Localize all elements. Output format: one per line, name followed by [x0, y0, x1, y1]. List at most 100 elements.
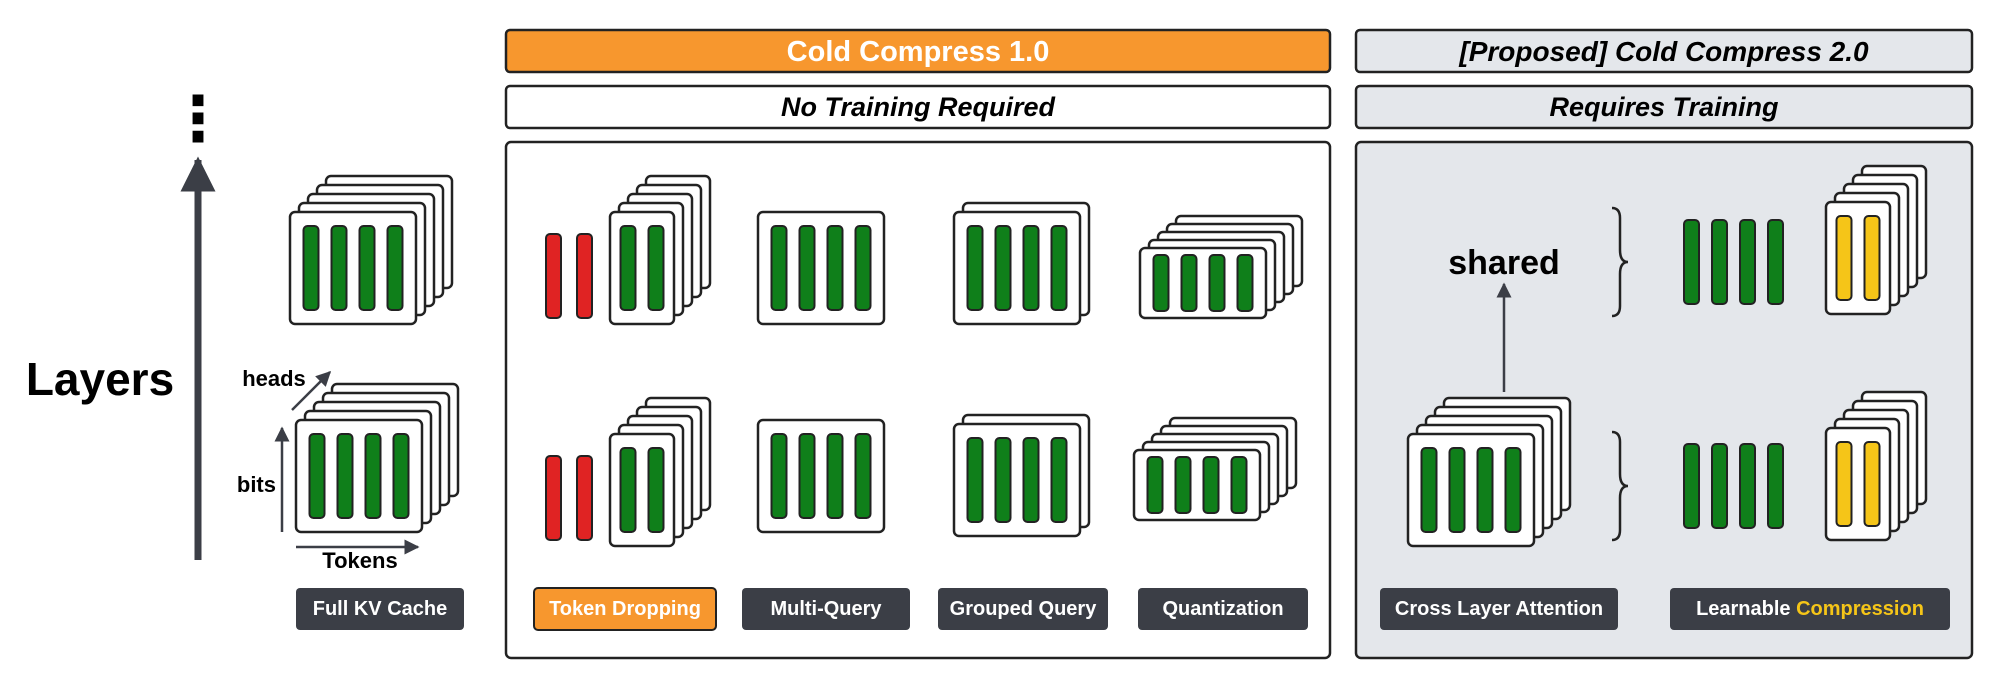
multi-query-bottom [756, 418, 886, 534]
cache-bar [1022, 437, 1040, 523]
grouped-query-label: Grouped Query [950, 598, 1098, 620]
cache-bar [1230, 456, 1248, 514]
cache-bar [336, 433, 354, 519]
full-kv-label: Full KV Cache [313, 598, 447, 620]
cache-bar [364, 433, 382, 519]
cross-layer-stack [1406, 396, 1572, 548]
full-kv-stack-top [288, 174, 454, 326]
full-kv-stack-bottom [294, 382, 460, 534]
multi-query-label: Multi-Query [770, 598, 882, 620]
learnable-top-bars [1683, 219, 1784, 305]
cache-bar [647, 447, 665, 533]
cc2-title-bar [1354, 28, 1974, 74]
cache-bar [308, 433, 326, 519]
cache-bar [619, 447, 637, 533]
token-dropping-top [545, 174, 712, 326]
cc1-title: Cold Compress 1.0 [787, 36, 1050, 68]
learnable-bottom-stack [1824, 390, 1928, 542]
learnable-bottom-brace [1611, 430, 1629, 542]
cache-bar [545, 455, 562, 541]
cache-bar [1146, 456, 1164, 514]
full-kv-label-box [296, 588, 464, 630]
cache-bar [1152, 254, 1170, 312]
grouped-query-top [952, 201, 1091, 326]
cache-bar [826, 225, 844, 311]
learnable-label: Learnable Compression [1696, 598, 1924, 620]
cache-bar [1835, 441, 1853, 527]
cache-bar [1739, 443, 1756, 529]
cache-bar [854, 433, 872, 519]
cc1-title-bar [504, 28, 1332, 74]
cache-front-card [756, 418, 886, 534]
cache-bar [798, 433, 816, 519]
cache-bar [1504, 447, 1522, 533]
cache-bar [392, 433, 410, 519]
cache-bar [770, 433, 788, 519]
token-dropping-bottom [545, 396, 712, 548]
multi-query-label-box [742, 588, 910, 630]
learnable-label-box [1670, 588, 1950, 630]
cache-bar [994, 225, 1012, 311]
cache-bar [1420, 447, 1438, 533]
cache-bar [1236, 254, 1254, 312]
cache-front-card [294, 418, 424, 534]
quantization-label: Quantization [1162, 598, 1283, 620]
cache-bar [770, 225, 788, 311]
cache-bar [1208, 254, 1226, 312]
cache-bar [854, 225, 872, 311]
cache-bar [966, 437, 984, 523]
quantization-bottom [1132, 416, 1298, 522]
token-dropping-label: Token Dropping [549, 598, 701, 620]
layers-axis-label: Layers [26, 353, 174, 405]
heads-label: heads [242, 366, 306, 391]
cache-front-card [1132, 448, 1262, 522]
cache-bar [576, 455, 593, 541]
cache-bar [1711, 219, 1728, 305]
cache-bar [1683, 219, 1700, 305]
cache-front-card [1138, 246, 1268, 320]
learnable-bottom-bars [1683, 443, 1784, 529]
cache-bar [1711, 443, 1728, 529]
cc1-sub-bar [504, 84, 1332, 130]
cache-bar [1448, 447, 1466, 533]
cache-bar [1739, 219, 1756, 305]
cache-bar [619, 225, 637, 311]
tokens-label: Tokens [322, 548, 397, 573]
cache-bar [330, 225, 348, 311]
cache-bar [1050, 225, 1068, 311]
heads-arrow [291, 370, 332, 411]
cache-bar [994, 437, 1012, 523]
cache-front-card [756, 210, 886, 326]
cache-bar [358, 225, 376, 311]
cache-bar [1050, 437, 1068, 523]
cache-bar [1863, 215, 1881, 301]
cache-bar [1022, 225, 1040, 311]
cache-bar [1835, 215, 1853, 301]
grouped-query-label-box [938, 588, 1108, 630]
learnable-top-stack [1824, 164, 1928, 316]
cc2-subtitle: Requires Training [1549, 92, 1779, 122]
quantization-top [1138, 214, 1304, 320]
cc2-sub-bar [1354, 84, 1974, 130]
quantization-label-box [1138, 588, 1308, 630]
cache-bar [1174, 456, 1192, 514]
cache-bar [798, 225, 816, 311]
cc1-subtitle: No Training Required [781, 92, 1056, 122]
learnable-label-prefix: Learnable [1696, 598, 1796, 620]
cache-bar [1767, 219, 1784, 305]
cache-bar [1683, 443, 1700, 529]
token-dropping-label-box [533, 587, 717, 631]
cache-bar [1863, 441, 1881, 527]
cache-front-card [952, 422, 1082, 538]
cc1-panel [504, 140, 1332, 660]
cc2-title: [Proposed] Cold Compress 2.0 [1458, 36, 1869, 67]
cache-bar [386, 225, 404, 311]
cache-front-card [1406, 432, 1536, 548]
cache-bar [966, 225, 984, 311]
shared-label: shared [1448, 244, 1560, 282]
learnable-top-brace [1611, 206, 1629, 318]
learnable-label-highlight: Compression [1796, 598, 1924, 620]
cache-bar [1476, 447, 1494, 533]
layers-ellipsis: ⋮ [167, 85, 229, 154]
